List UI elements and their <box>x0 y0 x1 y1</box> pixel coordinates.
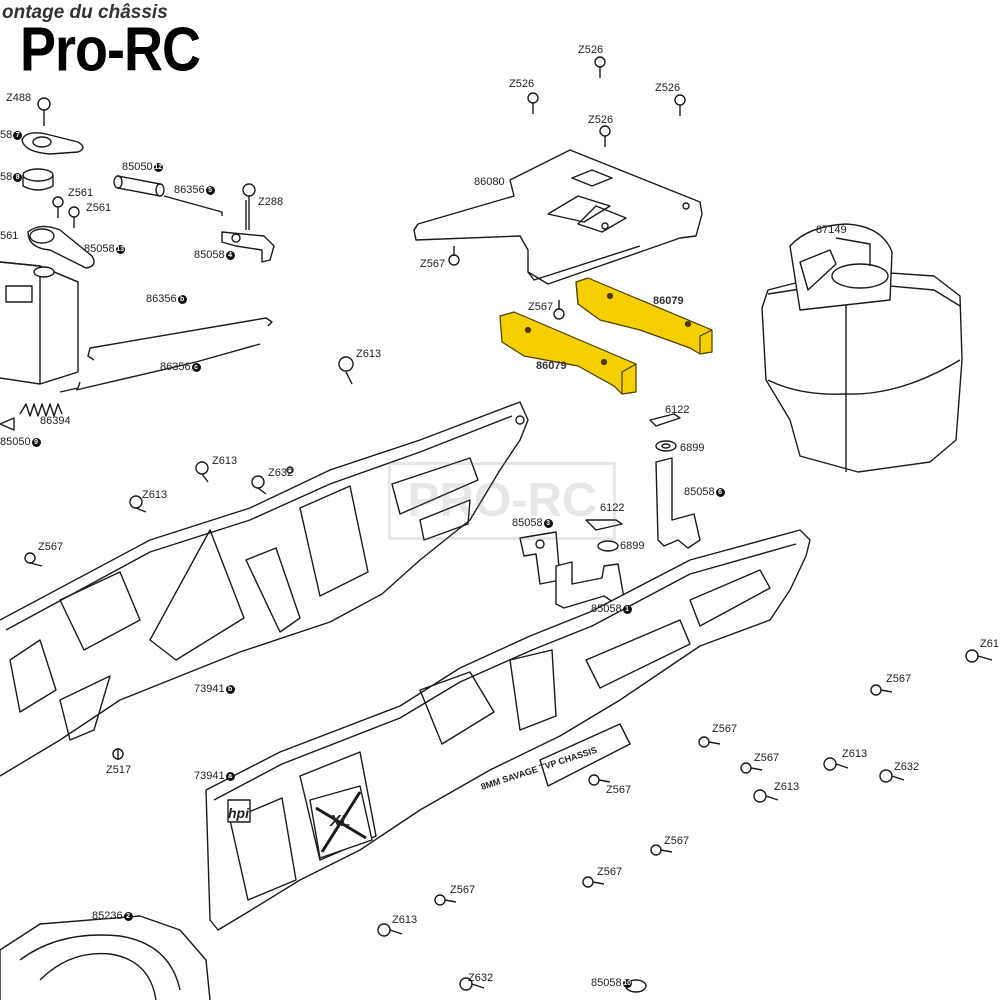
callout-badge: 12 <box>153 162 163 172</box>
part-label-86079-upper: 86079 <box>653 295 684 307</box>
callout-badge: 2 <box>123 911 133 921</box>
callout-badge: 7 <box>13 130 23 140</box>
callout-badge: 10 <box>622 978 632 988</box>
part-label-z561-b: Z561 <box>86 202 112 214</box>
part-label-z567-post: Z567 <box>528 301 554 313</box>
part-label-86394: 86394 <box>40 415 71 427</box>
part-label-6122-mid: 6122 <box>600 502 625 514</box>
part-label-z517: Z517 <box>106 764 132 776</box>
callout-badge: b <box>225 684 235 694</box>
servo-saver-cluster <box>0 97 275 431</box>
part-label-6122-top: 6122 <box>665 404 690 416</box>
part-label-z526-left: Z526 <box>509 78 535 90</box>
part-label-z613-center: Z613 <box>356 348 382 360</box>
part-label-z561-a: Z561 <box>68 187 94 199</box>
chassis-plate-lower <box>205 529 811 931</box>
part-label-z613-a: Z613 <box>212 455 238 467</box>
part-label-z613-b: Z613 <box>142 489 168 501</box>
part-label-86079-lower: 86079 <box>536 360 567 372</box>
fuel-tank <box>761 223 963 473</box>
body-shell <box>0 915 211 1000</box>
part-label-z488: Z488 <box>6 92 32 104</box>
part-label-6899-top: 6899 <box>680 442 705 454</box>
top-plate-assembly <box>413 56 703 320</box>
hpi-logo: hpi <box>228 805 250 821</box>
watermark-text: PRO-RC <box>407 474 597 527</box>
chassis-plate-upper <box>0 401 529 777</box>
part-label-86080: 86080 <box>474 176 505 188</box>
loose-screws <box>24 461 993 993</box>
brand-watermark: Pro-RC <box>20 15 201 85</box>
section-title: ontage du châssis <box>2 2 168 23</box>
part-label-z567-r3: Z567 <box>754 752 780 764</box>
callout-badge: 8 <box>13 172 23 182</box>
part-label-z567-r5: Z567 <box>664 835 690 847</box>
callout-badge: a <box>225 771 235 781</box>
part-label-z567-left: Z567 <box>38 541 64 553</box>
part-label-z567-r6: Z567 <box>597 866 623 878</box>
part-label-z526-mid: Z526 <box>588 114 614 126</box>
part-label-z567-plate: Z567 <box>420 258 446 270</box>
part-label-z526-right: Z526 <box>655 82 681 94</box>
part-label-z632-bottom: Z632 <box>468 972 494 984</box>
part-label-z632-r: Z632 <box>894 761 920 773</box>
callout-badge: 1 <box>622 604 632 614</box>
part-label-z61-right: Z61 <box>980 638 999 650</box>
callout-badge: 3 <box>543 518 553 528</box>
part-label-z526-top: Z526 <box>578 44 604 56</box>
body-post-cluster <box>338 356 701 609</box>
part-label-z567-r1: Z567 <box>886 673 912 685</box>
callout-badge: c <box>191 362 201 372</box>
highlighted-braces <box>499 277 713 395</box>
part-label-z632-a: Z632 <box>268 467 294 479</box>
part-label-6899-mid: 6899 <box>620 540 645 552</box>
callout-badge: 4 <box>225 250 235 260</box>
part-label-z613-bottom: Z613 <box>392 914 418 926</box>
callout-badge: 5 <box>205 185 215 195</box>
callout-badge: 9 <box>31 437 41 447</box>
xl-badge: XL <box>329 813 350 830</box>
callout-badge: 13 <box>115 244 125 254</box>
part-label-87149: 87149 <box>816 224 847 236</box>
callout-badge: b <box>177 294 187 304</box>
part-label-z613-r2: Z613 <box>774 781 800 793</box>
part-label-z288: Z288 <box>258 196 284 208</box>
center-watermark: PRO-RC <box>388 462 616 540</box>
part-label-z613-r1: Z613 <box>842 748 868 760</box>
part-label-z567-r2: Z567 <box>712 723 738 735</box>
part-label-z567-bottom: Z567 <box>450 884 476 896</box>
part-label-561: 561 <box>0 230 19 242</box>
callout-badge: 6 <box>715 487 725 497</box>
part-label-z567-r4: Z567 <box>606 784 632 796</box>
